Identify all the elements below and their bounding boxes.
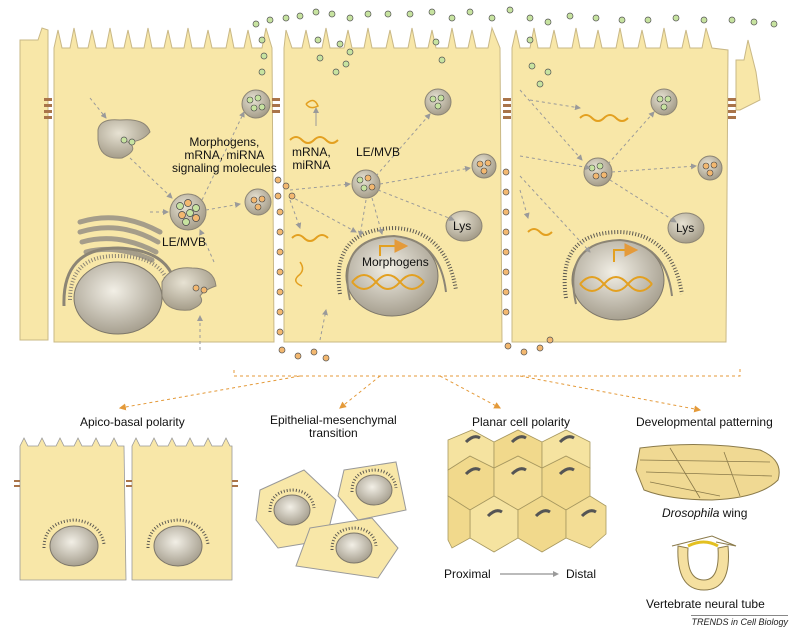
morphogens-label: Morphogens <box>362 255 429 269</box>
lemvb-left-label: LE/MVB <box>162 235 207 249</box>
distribution-arrows <box>118 368 741 413</box>
signaling-label: Morphogens, mRNA, miRNA signaling molecu… <box>172 135 277 175</box>
lys-mid-label: Lys <box>453 219 472 233</box>
drosophila-wing-graphic <box>635 443 780 501</box>
cell-edge-right <box>735 39 761 111</box>
panel-apicobasal-graphic <box>14 437 238 581</box>
panel-title-apicobasal: Apico-basal polarity <box>80 415 185 429</box>
proximal-label: Proximal <box>444 567 491 581</box>
panel-pcp-graphic <box>447 429 607 553</box>
panel-title-pcp: Planar cell polarity <box>472 415 571 429</box>
extracellular-vesicles <box>252 6 778 362</box>
drosophila-wing-label: Drosophila wing <box>662 506 748 520</box>
neural-tube-label: Vertebrate neural tube <box>646 597 765 611</box>
mrna-label: mRNA, miRNA <box>292 145 331 172</box>
panel-title-patterning: Developmental patterning <box>636 415 773 429</box>
golgi-stacks <box>77 215 163 263</box>
lysosome-mid <box>445 210 483 242</box>
mrna-wave-1 <box>289 136 339 144</box>
journal-credit: TRENDS in Cell Biology <box>691 615 788 627</box>
neural-tube-graphic <box>671 535 737 591</box>
cell-edge-left <box>19 27 49 341</box>
epithelium-top <box>19 6 778 362</box>
panel-title-emt: Epithelial-mesenchymal transition <box>270 413 397 440</box>
dna-helix-mid <box>351 274 425 290</box>
tight-junctions <box>44 98 736 119</box>
lys-right-label: Lys <box>676 221 695 235</box>
lemvb-mid-label: LE/MVB <box>356 145 401 159</box>
distal-label: Distal <box>566 567 597 581</box>
nucleus-1 <box>73 261 163 335</box>
lysosome-right <box>667 212 705 244</box>
dna-helix-right <box>579 276 653 292</box>
panel-emt-graphic <box>255 461 407 579</box>
